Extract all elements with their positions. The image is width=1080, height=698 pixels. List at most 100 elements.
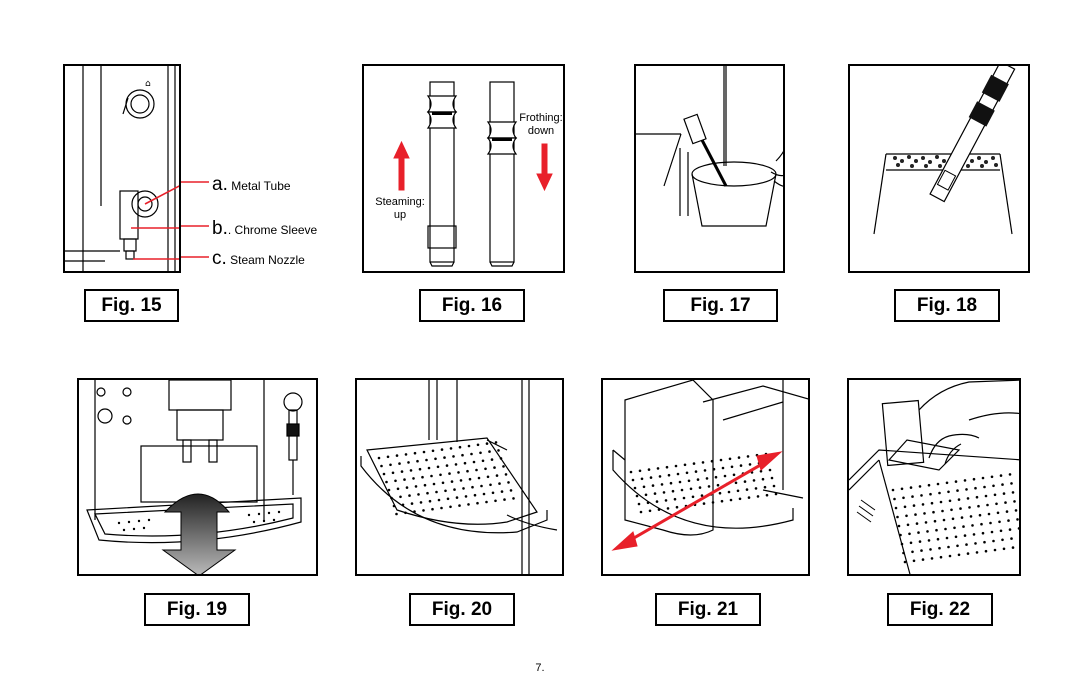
tray-perforation: [696, 478, 700, 481]
tray-perforation: [459, 479, 463, 482]
tray-perforation: [716, 483, 720, 487]
tray-perforation: [390, 496, 393, 500]
tray-perforation: [400, 470, 404, 473]
tray-perforation: [1008, 528, 1012, 531]
tray-perforation: [480, 484, 483, 488]
tray-perforation: [941, 509, 944, 513]
tray-perforation: [398, 462, 401, 465]
tray-perforation: [924, 521, 928, 524]
callout-letter: a.: [212, 174, 228, 195]
tray-perforation: [1001, 483, 1004, 486]
tray-perforation: [945, 536, 949, 540]
tray-perforation: [911, 495, 914, 498]
tray-perforation: [691, 495, 695, 499]
fig16-illustration: Frothing: down Steaming: up: [362, 64, 565, 273]
tray-perforation: [401, 503, 405, 507]
tray-perforation: [1016, 518, 1019, 521]
tray-perforation: [454, 463, 458, 466]
tray-perforation: [458, 504, 461, 507]
callout-letter: c.: [212, 248, 227, 269]
tray-perforation: [935, 528, 938, 532]
tray-perforation: [470, 452, 473, 456]
tray-perforation: [903, 505, 907, 509]
tray-perforation: [1017, 527, 1019, 530]
tray-perforation: [897, 524, 901, 528]
tray-perforation: [644, 493, 648, 497]
tray-perforation: [467, 444, 471, 448]
tray-perforation: [972, 533, 976, 536]
tray-perforation: [1011, 546, 1015, 549]
tray-perforation: [436, 465, 440, 469]
tray-perforation: [900, 487, 904, 491]
tray-perforation: [387, 488, 391, 492]
fig18-label: Fig. 18: [894, 289, 1000, 322]
tray-perforation: [417, 493, 420, 496]
tray-perforation: [631, 478, 635, 482]
tray-perforation: [752, 479, 756, 482]
tray-perforation: [647, 468, 651, 471]
fig22-label: Fig. 22: [887, 593, 993, 626]
tray-perforation: [962, 525, 965, 528]
tray-perforation: [638, 469, 642, 473]
tray-perforation: [918, 540, 922, 543]
tray-perforation: [485, 442, 489, 445]
tray-perforation: [646, 501, 650, 505]
tray-perforation: [660, 483, 664, 486]
tray-perforation: [410, 502, 414, 505]
tray-perforation: [394, 479, 397, 483]
tray-perforation: [938, 491, 941, 495]
tray-perforation: [450, 480, 454, 483]
tray-perforation: [403, 478, 406, 481]
tray-perforation: [948, 499, 952, 503]
tray-perforation: [906, 523, 910, 527]
tray-perforation: [951, 517, 955, 521]
tray-perforation: [912, 559, 916, 563]
tray-perforation: [676, 472, 680, 476]
tray-perforation: [658, 475, 662, 478]
tray-perforation: [986, 503, 989, 507]
tray-perforation: [512, 497, 515, 500]
tray-perforation: [682, 496, 686, 500]
tray-perforation: [404, 453, 408, 456]
tray-perforation: [428, 499, 432, 503]
tray-perforation: [993, 493, 997, 497]
tray-perforation: [968, 506, 971, 509]
tray-perforation: [914, 513, 917, 516]
tray-perforation: [675, 505, 679, 509]
tray-perforation: [981, 476, 985, 480]
tray-perforation: [721, 466, 725, 470]
tray-perforation: [674, 464, 678, 468]
tray-perforation: [405, 486, 409, 489]
tray-perforation: [981, 531, 985, 535]
page-number: 7.: [535, 662, 545, 674]
tray-perforation: [639, 510, 643, 514]
tray-perforation: [938, 546, 941, 550]
tray-perforation: [953, 526, 956, 530]
tray-perforation: [718, 491, 722, 495]
tray-perforation: [427, 466, 431, 470]
tray-perforation: [969, 515, 973, 518]
tray-perforation: [498, 482, 501, 485]
tray-perforation: [509, 489, 513, 492]
tray-perforation: [923, 512, 926, 515]
tray-perforation: [966, 497, 970, 500]
tray-perforation: [409, 469, 413, 472]
tray-perforation: [978, 513, 982, 517]
tray-perforation: [772, 484, 776, 488]
tray-perforation: [896, 515, 899, 519]
callout-metal-tube: a. Metal Tube: [212, 174, 291, 196]
tray-perforation: [425, 458, 428, 462]
tray-perforation: [950, 508, 953, 512]
tray-perforation: [954, 535, 958, 539]
tray-perforation: [683, 463, 687, 467]
tray-perforation: [936, 537, 940, 541]
tray-perforation: [431, 449, 435, 453]
tray-perforation: [491, 491, 495, 495]
tray-perforation: [763, 485, 767, 489]
frothing-line2: down: [527, 125, 555, 137]
tray-perforation: [439, 473, 442, 477]
tray-perforation: [972, 477, 976, 481]
tray-perforation: [774, 492, 778, 496]
tray-perforation: [649, 476, 653, 479]
tray-perforation: [698, 486, 702, 489]
